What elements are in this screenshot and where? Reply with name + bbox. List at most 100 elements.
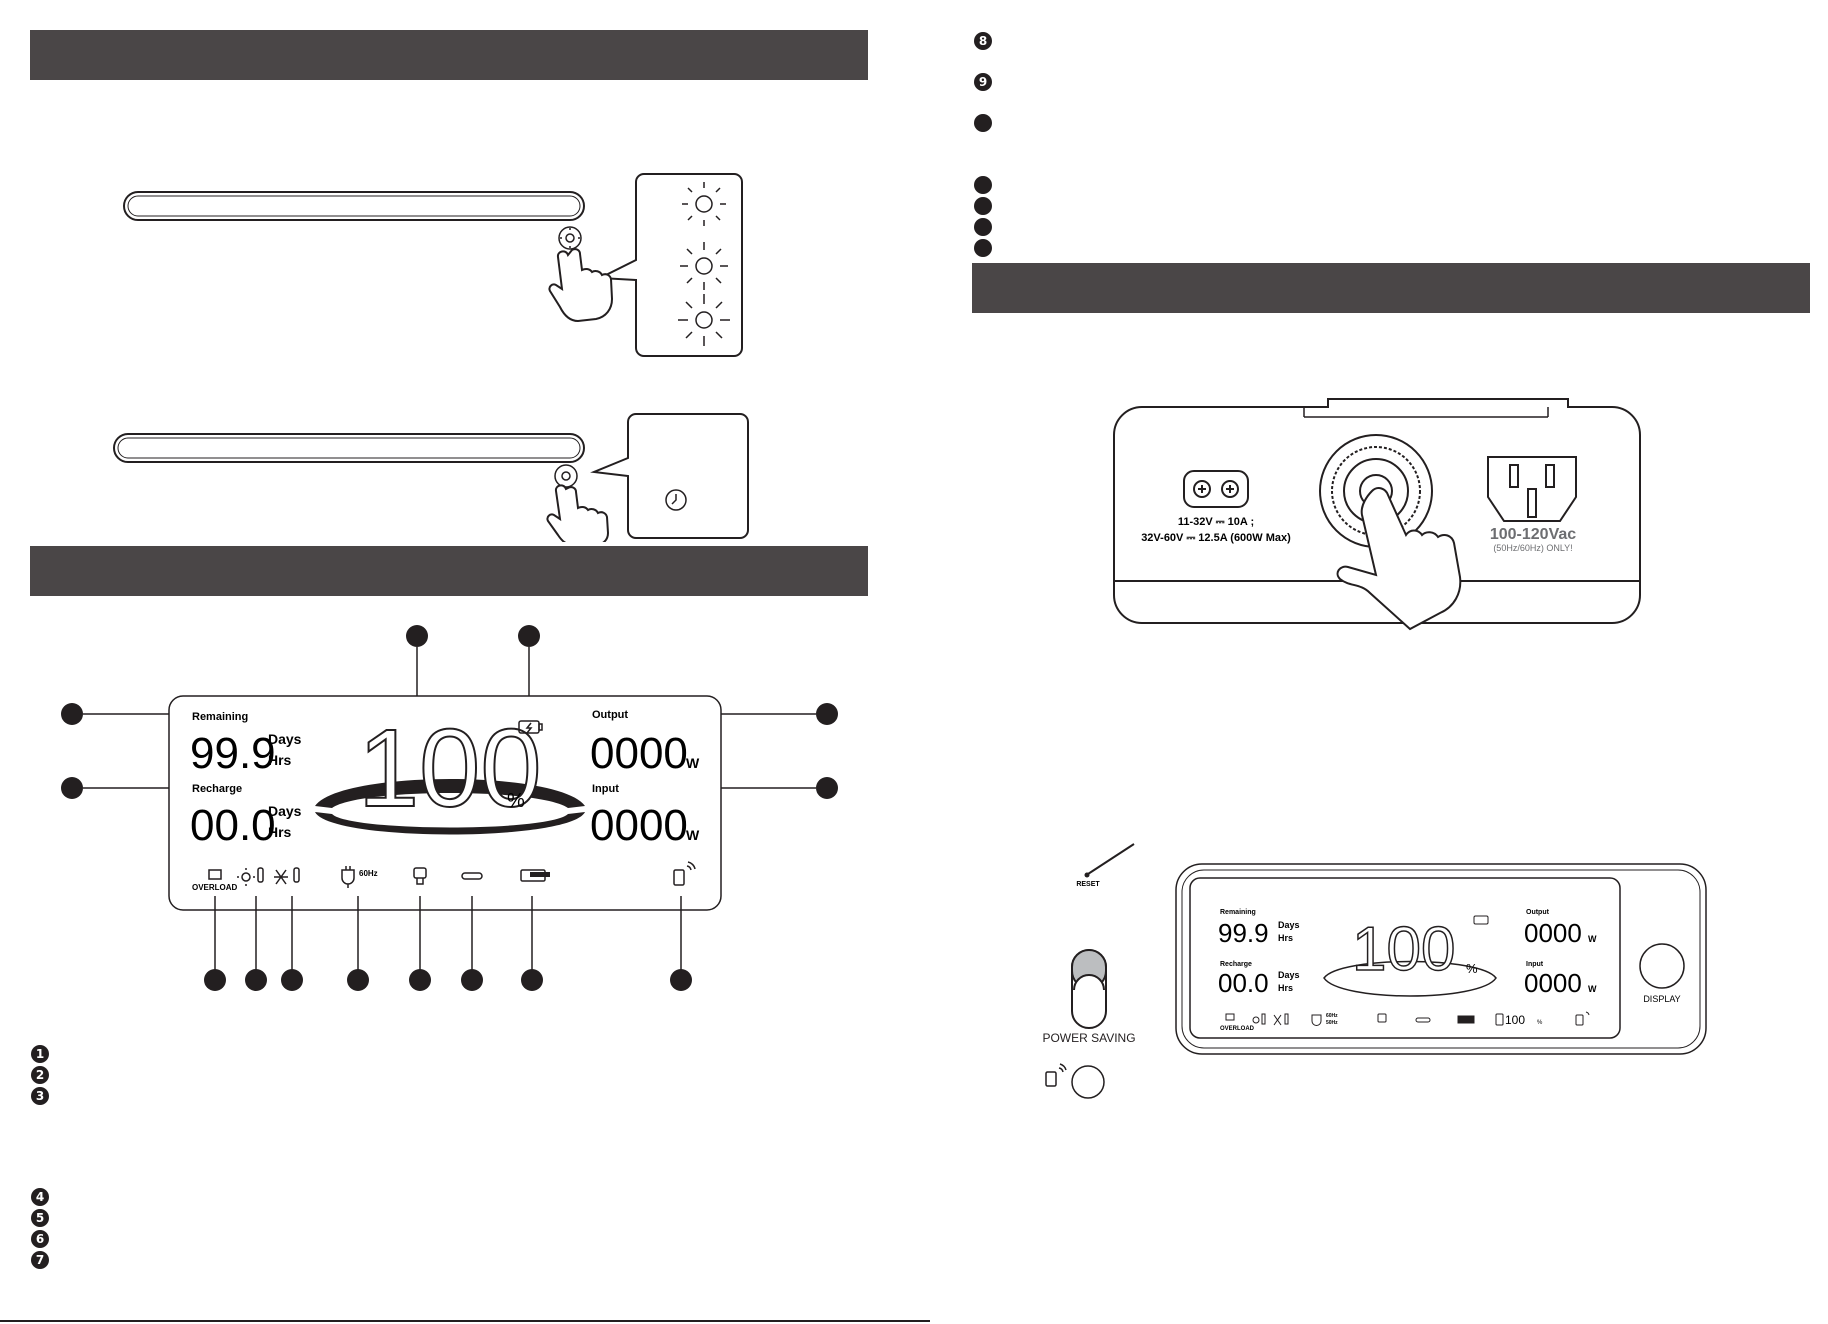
- brightness-medium-icon: [680, 242, 728, 290]
- hand-icon: [1336, 487, 1462, 631]
- lcd-output-unit: W: [686, 755, 700, 771]
- input-panel-illustration: 11-32V ⎓ 10A ; 32V-60V ⎓ 12.5A (600W Max…: [1113, 398, 1641, 631]
- legend-marker: 6: [31, 1230, 49, 1248]
- legend-marker: [974, 197, 992, 215]
- front-freq-label-2: 50Hz: [1326, 1020, 1338, 1026]
- wireless-icon: [1045, 1063, 1067, 1087]
- low-temp-icon: [274, 867, 300, 885]
- callout-marker: [281, 969, 303, 991]
- front-recharge-value: 00.0: [1218, 968, 1269, 998]
- lcd-recharge-hrs: Hrs: [268, 824, 292, 840]
- wireless-icon: [1575, 1011, 1590, 1026]
- front-battery-icon: [1473, 915, 1489, 925]
- low-temp-icon: [1273, 1013, 1289, 1026]
- callout-marker: [204, 969, 226, 991]
- page-bottom-rule: [0, 1320, 930, 1322]
- front-remaining-hrs: Hrs: [1278, 933, 1293, 943]
- legend-marker: 8: [974, 32, 992, 50]
- front-percent-value: 100: [1352, 915, 1455, 984]
- high-temp-icon: [237, 867, 264, 886]
- callout-marker: [245, 969, 267, 991]
- lcd-freq-label: 60Hz: [359, 869, 378, 878]
- front-remaining-days: Days: [1278, 920, 1300, 930]
- dc-rating-line2: 32V-60V ⎓ 12.5A (600W Max): [1141, 532, 1291, 544]
- high-temp-icon: [1252, 1013, 1266, 1025]
- callout-marker: [61, 777, 83, 799]
- hand-icon: [546, 484, 610, 542]
- front-recharge-days: Days: [1278, 970, 1300, 980]
- ac-note: (50Hz/60Hz) ONLY!: [1493, 543, 1572, 553]
- light-button-icon: [558, 226, 582, 250]
- light-button-icon: [554, 464, 578, 488]
- callout-marker: [670, 969, 692, 991]
- lcd-diagram: Remaining 99.9 Days Hrs Recharge 00.0 Da…: [61, 625, 838, 991]
- legend-marker: 1: [31, 1045, 49, 1063]
- lcd-remaining-value: 99.9: [190, 729, 276, 778]
- callout-marker: [347, 969, 369, 991]
- section-header-bar-2: [30, 546, 868, 596]
- car-port-icon: [413, 867, 427, 885]
- front-output-label: Output: [1526, 909, 1550, 916]
- front-battery-unit: %: [1537, 1020, 1543, 1026]
- front-input-label: Input: [1526, 961, 1544, 968]
- usb-c-icon: [461, 872, 483, 880]
- lcd-recharge-value: 00.0: [190, 801, 276, 850]
- front-freq-label-1: 60Hz: [1326, 1013, 1338, 1019]
- battery-charging-icon: [518, 720, 543, 734]
- ac-plug-icon: [341, 866, 355, 888]
- legend-marker: [974, 218, 992, 236]
- front-overload-label: OVERLOAD: [1220, 1026, 1255, 1032]
- front-input-value: 0000: [1524, 968, 1582, 998]
- front-percent-sign: %: [1466, 961, 1478, 976]
- front-output-value: 0000: [1524, 918, 1582, 948]
- ac-rating: 100-120Vac: [1490, 526, 1576, 543]
- lcd-remaining-hrs: Hrs: [268, 752, 292, 768]
- callout-marker: [816, 777, 838, 799]
- callout-marker: [816, 703, 838, 725]
- section-header-bar-1: [30, 30, 868, 80]
- section-header-bar-3: [972, 263, 1810, 313]
- ac-input-port-icon: [1487, 456, 1577, 522]
- hand-icon: [548, 248, 614, 323]
- power-saving-switch: [1071, 949, 1107, 1029]
- brightness-low-icon: [682, 182, 726, 226]
- usb-c-icon: [1415, 1017, 1431, 1023]
- wireless-icon: [673, 861, 696, 886]
- timer-icon: [665, 489, 687, 511]
- dc-rating-line1: 11-32V ⎓ 10A ;: [1178, 516, 1254, 528]
- display-label: DISPLAY: [1643, 994, 1680, 1004]
- dc-input-port-icon: [1183, 470, 1249, 508]
- power-saving-label: POWER SAVING: [1042, 1031, 1135, 1045]
- lcd-remaining-label: Remaining: [192, 711, 248, 723]
- lcd-input-unit: W: [686, 827, 700, 843]
- lcd-percent-sign: %: [507, 790, 525, 812]
- front-battery-ring: [1323, 960, 1497, 997]
- lcd-output-label: Output: [592, 709, 628, 721]
- front-output-unit: W: [1588, 934, 1597, 944]
- legend-marker: [974, 114, 992, 132]
- legend-marker: 4: [31, 1188, 49, 1206]
- callout-marker: [61, 703, 83, 725]
- front-remaining-label: Remaining: [1220, 909, 1256, 916]
- lcd-recharge-label: Recharge: [192, 783, 242, 795]
- brightness-high-icon: [678, 294, 730, 346]
- light-timer-illustration: [113, 413, 749, 542]
- battery-level-icon: [1495, 1013, 1504, 1026]
- front-recharge-hrs: Hrs: [1278, 983, 1293, 993]
- display-button: [1639, 943, 1685, 989]
- legend-marker: 9: [974, 73, 992, 91]
- ac-plug-icon: [1311, 1014, 1322, 1026]
- overload-icon: [208, 869, 222, 880]
- legend-marker: 3: [31, 1087, 49, 1105]
- front-battery-percent: 100: [1505, 1013, 1525, 1027]
- lcd-overload-label: OVERLOAD: [192, 883, 238, 892]
- battery-ring: [315, 779, 585, 835]
- lcd-input-label: Input: [592, 783, 619, 795]
- callout-marker: [518, 625, 540, 647]
- callout-marker: [461, 969, 483, 991]
- callout-marker: [406, 625, 428, 647]
- reset-pinhole-icon: [1084, 872, 1090, 878]
- overload-icon: [1225, 1013, 1235, 1021]
- front-panel-illustration: RESET POWER SAVING DISPLAY Remaining 99.…: [1042, 843, 1707, 1099]
- lcd-input-value: 0000: [590, 801, 688, 850]
